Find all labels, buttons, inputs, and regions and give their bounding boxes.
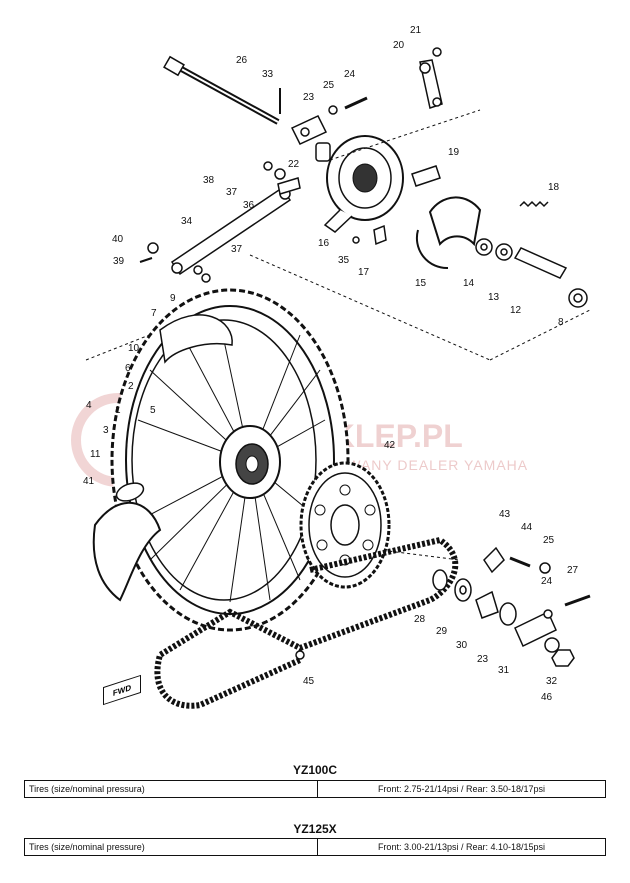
model-title-yz125x: YZ125X: [293, 822, 337, 836]
callout-label: 32: [546, 676, 558, 687]
callout-label: 19: [448, 147, 460, 158]
callout-label: 35: [338, 255, 350, 266]
torque-arm: [170, 186, 292, 276]
rim-band-tube: [92, 314, 233, 602]
callout-label: 9: [170, 293, 176, 304]
callout-label: 22: [288, 159, 300, 170]
callout-label: 45: [303, 676, 315, 687]
callout-label: 2: [128, 381, 134, 392]
model-title-yz100c: YZ100C: [292, 763, 338, 777]
callout-label: 11: [90, 449, 101, 460]
callout-label: 18: [548, 182, 560, 193]
callout-label: 23: [477, 654, 489, 665]
spec-value: Front: 3.00-21/13psi / Rear: 4.10-18/15p…: [317, 838, 606, 856]
callout-label: 33: [262, 69, 274, 80]
callout-label: 13: [488, 292, 500, 303]
brake-panel: [323, 135, 404, 233]
axle-shaft: [163, 55, 280, 125]
callout-label: 6: [125, 363, 131, 374]
callout-label: 14: [463, 278, 475, 289]
table-row: Tires (size/nominal pressure) Front: 3.0…: [24, 838, 606, 856]
spec-label: Tires (size/nominal pressura): [24, 780, 318, 798]
callout-label: 29: [436, 626, 448, 637]
callout-label: 17: [358, 267, 370, 278]
wheel-hub: [219, 425, 281, 499]
callout-label: 24: [344, 69, 356, 80]
brake-spring: [519, 200, 549, 208]
callout-label: 25: [323, 80, 335, 91]
rear-sprocket: [299, 461, 391, 589]
callout-label: 41: [83, 476, 95, 487]
callout-label: 42: [384, 440, 396, 451]
callout-label: 20: [393, 40, 405, 51]
callout-label: 23: [303, 92, 315, 103]
brake-shoe: [415, 196, 482, 270]
spec-table-yz100c: Tires (size/nominal pressura) Front: 2.7…: [24, 780, 606, 798]
callout-label: 27: [567, 565, 579, 576]
callout-label: 40: [112, 234, 124, 245]
callout-label: 3: [103, 425, 109, 436]
callout-label: 36: [243, 200, 255, 211]
callout-label: 43: [499, 509, 511, 520]
callout-label: 1: [115, 405, 121, 416]
drive-chain: [154, 536, 459, 709]
callout-label: 10: [128, 343, 140, 354]
brake-arm: [419, 59, 443, 109]
callout-label: 4: [86, 400, 92, 411]
callout-label: 24: [541, 576, 553, 587]
fasteners: [139, 47, 442, 660]
callout-label: 12: [510, 305, 522, 316]
spec-value: Front: 2.75-21/14psi / Rear: 3.50-18/17p…: [317, 780, 606, 798]
callout-label: 37: [231, 244, 243, 255]
callout-label: 25: [543, 535, 555, 546]
callout-label: 34: [181, 216, 193, 227]
callout-label: 21: [410, 25, 422, 36]
callout-label: 7: [151, 308, 157, 319]
right-side-axle-parts: [432, 546, 591, 667]
callout-label: 44: [521, 522, 533, 533]
exploded-rear-wheel-diagram: MOTOSKLEP.PL AUTORYZOWANY DEALER YAMAHA: [71, 25, 591, 709]
callout-label: 16: [318, 238, 330, 249]
spec-table-yz125x: Tires (size/nominal pressure) Front: 3.0…: [24, 838, 606, 856]
callout-label: 39: [113, 256, 125, 267]
callout-label: 28: [414, 614, 426, 625]
table-row: Tires (size/nominal pressura) Front: 2.7…: [24, 780, 606, 798]
callout-label: 37: [226, 187, 238, 198]
wheel-collar-and-bearings: [475, 238, 588, 308]
callout-label: 8: [558, 317, 564, 328]
callout-label: 30: [456, 640, 468, 651]
spec-label: Tires (size/nominal pressure): [24, 838, 318, 856]
callout-label: 46: [541, 692, 553, 703]
callout-label: 31: [498, 665, 510, 676]
rim-lock: [115, 482, 145, 502]
callout-label: 38: [203, 175, 215, 186]
callout-label: 5: [150, 405, 156, 416]
callout-labels: 21 20 26 33 25 24 23 22 19 38 37 36 18 3…: [83, 25, 579, 703]
callout-label: 26: [236, 55, 248, 66]
callout-label: 15: [415, 278, 427, 289]
